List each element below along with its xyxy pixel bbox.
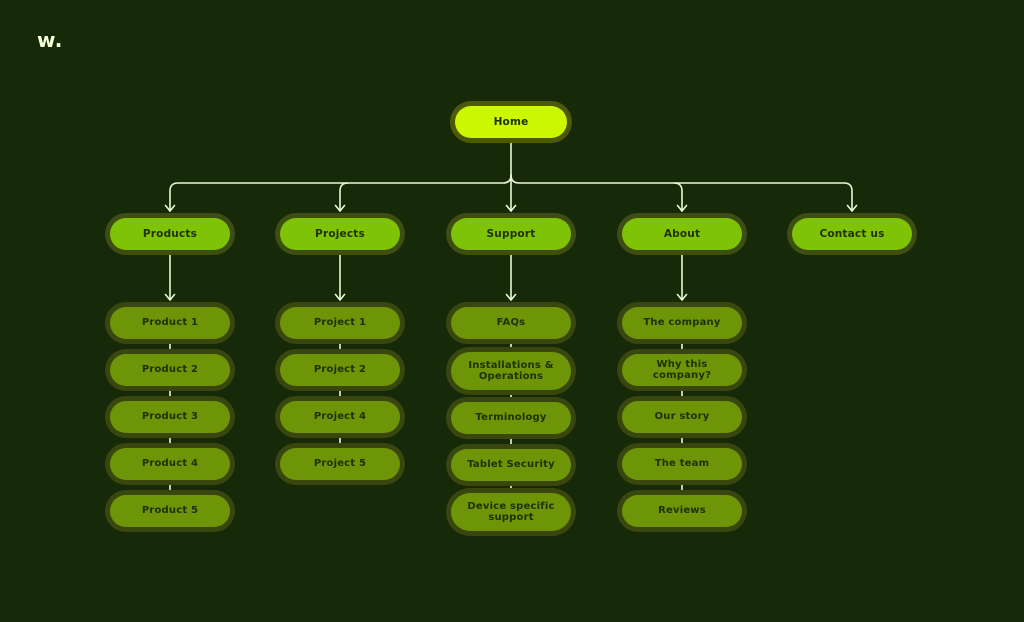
node-products[interactable]: Products	[110, 218, 230, 250]
node-why-this-company[interactable]: Why this company?	[622, 354, 742, 386]
node-contact-us[interactable]: Contact us	[792, 218, 912, 250]
node-product-3[interactable]: Product 3	[110, 401, 230, 433]
node-installations-operations[interactable]: Installations & Operations	[451, 352, 571, 390]
node-project-1[interactable]: Project 1	[280, 307, 400, 339]
node-faqs[interactable]: FAQs	[451, 307, 571, 339]
connector-rail-left	[169, 174, 512, 212]
node-project-5[interactable]: Project 5	[280, 448, 400, 480]
node-project-2[interactable]: Project 2	[280, 354, 400, 386]
node-the-company[interactable]: The company	[622, 307, 742, 339]
node-project-4[interactable]: Project 4	[280, 401, 400, 433]
node-product-2[interactable]: Product 2	[110, 354, 230, 386]
node-home[interactable]: Home	[455, 106, 567, 138]
node-projects[interactable]: Projects	[280, 218, 400, 250]
node-product-4[interactable]: Product 4	[110, 448, 230, 480]
node-terminology[interactable]: Terminology	[451, 402, 571, 434]
column-spines	[169, 317, 683, 513]
connector-level2-children	[169, 249, 683, 301]
node-support[interactable]: Support	[451, 218, 571, 250]
connector-branch-about	[673, 182, 683, 212]
connector-branch-projects	[339, 182, 349, 212]
connector-rail-right	[510, 174, 853, 212]
node-product-5[interactable]: Product 5	[110, 495, 230, 527]
logo: w.	[37, 28, 63, 52]
arrowhead-level3	[164, 293, 688, 301]
node-the-team[interactable]: The team	[622, 448, 742, 480]
arrowhead-level2	[164, 204, 858, 212]
node-product-1[interactable]: Product 1	[110, 307, 230, 339]
node-tablet-security[interactable]: Tablet Security	[451, 449, 571, 481]
node-about[interactable]: About	[622, 218, 742, 250]
node-our-story[interactable]: Our story	[622, 401, 742, 433]
node-reviews[interactable]: Reviews	[622, 495, 742, 527]
node-device-specific-support[interactable]: Device specific support	[451, 493, 571, 531]
